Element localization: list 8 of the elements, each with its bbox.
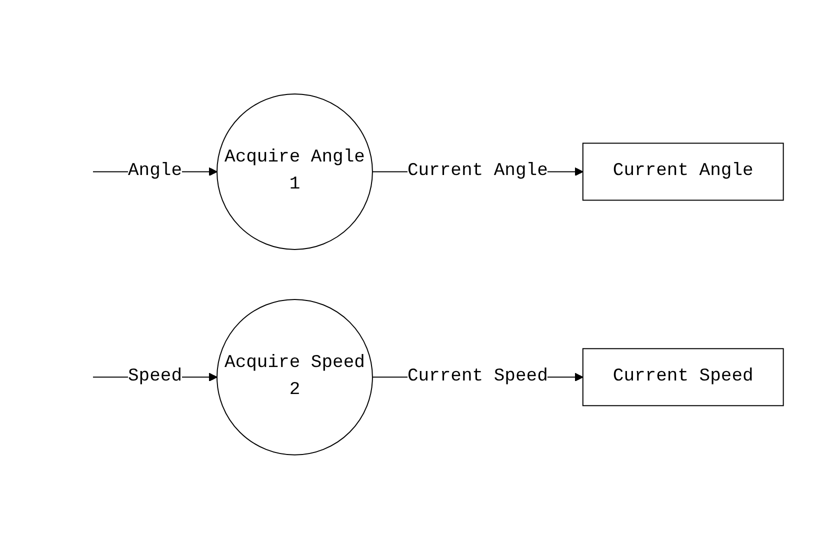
edge-label: Speed [128, 366, 182, 387]
edge-label: Current Angle [407, 161, 548, 182]
node-box: Current Speed [582, 348, 784, 406]
node-box: Current Angle [582, 142, 784, 201]
node-circle: Acquire Angle 1 [216, 94, 373, 250]
node-circle: Acquire Speed 2 [216, 299, 373, 456]
edge-label: Angle [128, 161, 182, 182]
edge-label: Current Speed [407, 366, 548, 387]
